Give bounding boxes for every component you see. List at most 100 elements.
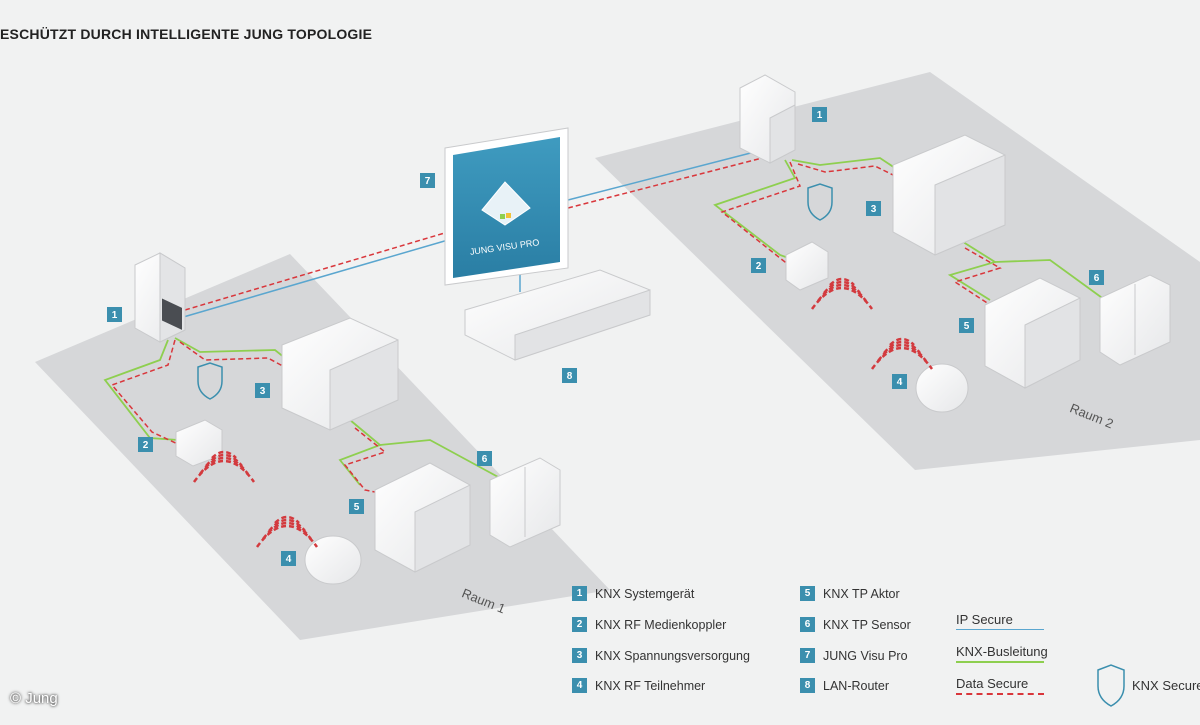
legend-label: KNX TP Aktor (823, 586, 900, 601)
rf-waves-room2-b (870, 337, 934, 370)
page-title: ESCHÜTZT DURCH INTELLIGENTE JUNG TOPOLOG… (0, 26, 373, 42)
legend-label: KNX RF Teilnehmer (595, 678, 706, 693)
badge-7 (420, 173, 435, 188)
badge-5-room2 (959, 318, 974, 333)
legend-item-3: 3 KNX Spannungsversorgung (572, 648, 750, 663)
rf-participant-room1 (304, 535, 362, 585)
tp-actuator-room1 (374, 462, 471, 573)
legend-item-5: 5 KNX TP Aktor (800, 586, 900, 601)
line-legend-data-secure: Data Secure (956, 676, 1044, 695)
legend-badge: 1 (572, 586, 587, 601)
shield-legend-label: KNX Secure (1132, 678, 1200, 693)
badge-2-room1 (138, 437, 153, 452)
secure-line-room1-b (179, 341, 291, 371)
knx-system-device-room2 (739, 74, 796, 164)
badge-1-room2-text: 1 (817, 110, 823, 121)
ip-line-room2 (567, 147, 771, 201)
bus-line-room1-c (338, 419, 382, 486)
secure-line-room2-b (797, 163, 896, 177)
legend-badge: 6 (800, 617, 815, 632)
legend-badge: 2 (572, 617, 587, 632)
rf-waves-room1-a (192, 450, 256, 483)
badge-6-room1 (477, 451, 492, 466)
legend-label: KNX Spannungsversorgung (595, 648, 750, 663)
badge-1-room1 (107, 307, 122, 322)
legend-badge: 7 (800, 648, 815, 663)
legend-item-1: 1 KNX Systemgerät (572, 586, 694, 601)
badge-3-room2-text: 3 (871, 204, 877, 215)
line-legend-label: IP Secure (956, 612, 1013, 627)
rf-participant-room2 (915, 363, 969, 413)
bus-line-room1-a (103, 339, 179, 441)
legend-item-4: 4 KNX RF Teilnehmer (572, 678, 705, 693)
line-legend-label: KNX-Busleitung (956, 644, 1048, 659)
badge-7-text: 7 (425, 176, 431, 187)
badge-1-room2 (812, 107, 827, 122)
knx-secure-shield-room2-icon (807, 183, 833, 221)
legend-item-2: 2 KNX RF Medienkoppler (572, 617, 726, 632)
badge-2-room1-text: 2 (143, 440, 149, 451)
legend-badge: 8 (800, 678, 815, 693)
secure-line-room1-ip (184, 231, 449, 311)
floor-room-2 (595, 72, 1200, 470)
badge-5-room2-text: 5 (964, 321, 970, 332)
legend-label: KNX Systemgerät (595, 586, 695, 601)
badge-8-text: 8 (567, 371, 573, 382)
line-legend-swatch (956, 693, 1044, 695)
line-legend-swatch (956, 661, 1044, 663)
badge-6-room2-text: 6 (1094, 273, 1100, 284)
bus-line-room2-b (791, 157, 896, 169)
badge-3-room1-text: 3 (260, 386, 266, 397)
badge-1-room1-text: 1 (112, 310, 118, 321)
rf-waves-room1-b (255, 515, 319, 548)
legend-label: KNX RF Medienkoppler (595, 617, 727, 632)
badge-8 (562, 368, 577, 383)
bus-line-room1-d (379, 439, 501, 479)
line-legend-ip-secure: IP Secure (956, 612, 1044, 630)
line-legend-knx-bus: KNX-Busleitung (956, 644, 1048, 663)
secure-line-room1-c (343, 427, 387, 493)
bus-line-room2-c (947, 239, 998, 301)
badge-5-room1-text: 5 (354, 502, 360, 513)
badge-4-room2-text: 4 (897, 377, 903, 388)
legend-label: KNX TP Sensor (823, 617, 911, 632)
legend-item-6: 6 KNX TP Sensor (800, 617, 911, 632)
image-credit: © Jung (10, 690, 58, 707)
badge-4-room1 (281, 551, 296, 566)
secure-line-room2-ip (567, 155, 771, 209)
badge-5-room1 (349, 499, 364, 514)
power-supply-room1 (281, 317, 399, 431)
legend-label: LAN-Router (823, 678, 889, 693)
legend-badge: 5 (800, 586, 815, 601)
legend-label: JUNG Visu Pro (823, 648, 908, 663)
secure-line-room1-a (110, 339, 181, 446)
badge-6-room2 (1089, 270, 1104, 285)
legend-item-8: 8 LAN-Router (800, 678, 889, 693)
jung-visu-pro-screen (444, 127, 569, 286)
knx-secure-legend-shield-icon (1097, 664, 1125, 707)
badge-2-room2-text: 2 (756, 261, 762, 272)
badge-4-room2 (892, 374, 907, 389)
line-legend-label: Data Secure (956, 676, 1029, 691)
badge-2-room2 (751, 258, 766, 273)
badge-3-room1 (255, 383, 270, 398)
tp-sensor-room1 (489, 457, 561, 548)
legend-badge: 4 (572, 678, 587, 693)
badge-3-room2 (866, 201, 881, 216)
rf-waves-room2-a (810, 277, 874, 310)
power-supply-room2 (892, 134, 1006, 256)
knx-secure-shield-room1-icon (197, 362, 223, 400)
secure-line-room2-c (953, 247, 1002, 309)
ip-line-room1 (179, 239, 449, 319)
tp-actuator-room2 (984, 277, 1081, 389)
lan-router (464, 269, 651, 361)
tp-sensor-room2 (1099, 274, 1171, 366)
legend-badge: 3 (572, 648, 587, 663)
legend-item-7: 7 JUNG Visu Pro (800, 648, 908, 663)
badge-6-room1-text: 6 (482, 454, 488, 465)
bus-line-room2-d (994, 259, 1106, 301)
knx-system-device-room1 (134, 252, 186, 343)
rf-media-coupler-room2 (785, 241, 829, 291)
